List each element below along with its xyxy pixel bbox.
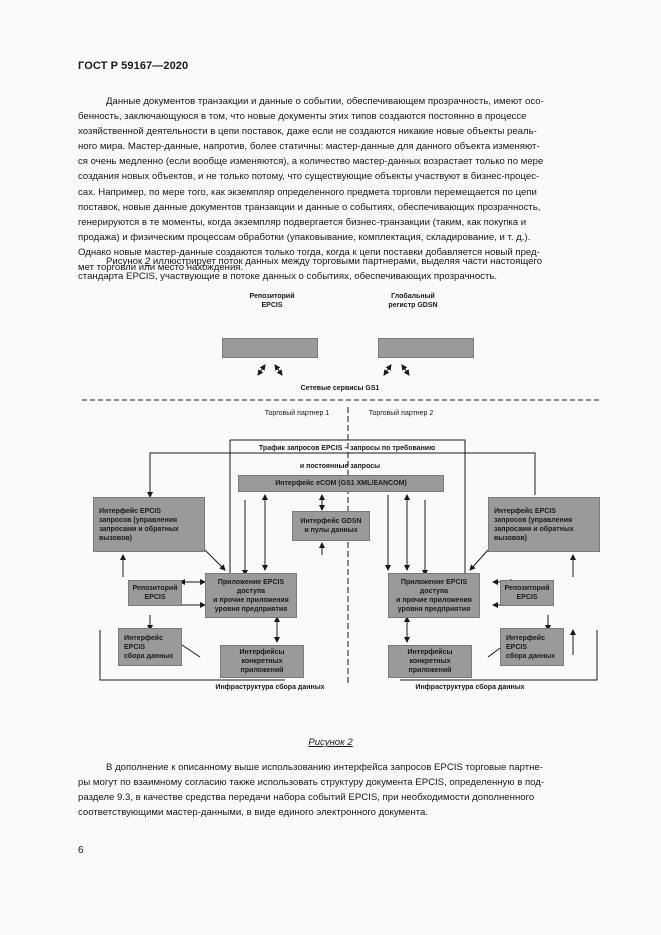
left-capture-interface-box: Интерфейс EPCIS сбора данных — [118, 628, 182, 666]
text-line: сах. Например, по мере того, как экземпл… — [78, 186, 537, 198]
right-query-interface-box: Интерфейс EPCIS запросов (управления зап… — [488, 497, 600, 552]
right-repository-box: Репозиторий EPCIS — [500, 580, 554, 606]
text-line: Данные документов транзакции и данные о … — [106, 96, 544, 107]
left-applications-box: Приложение EPCIS доступа и прочие прилож… — [205, 573, 297, 618]
epcis-repository-top-label: Репозиторий EPCIS — [249, 293, 295, 309]
text-line: Однако новые мастер-данные создаются тол… — [78, 246, 540, 258]
text-line: Рисунок 2 иллюстрирует поток данных межд… — [78, 254, 614, 269]
gdsn-interface-box: Интерфейс GDSN и пулы данных — [292, 511, 370, 541]
left-query-interface-box: Интерфейс EPCIS запросов (управления зап… — [93, 497, 205, 552]
text-line: стандарта EPCIS, участвующие в потоке да… — [78, 271, 498, 283]
trading-partner-1-label: Торговый партнер 1 — [264, 410, 330, 417]
text-line: разделе 9.3, в качестве средства передач… — [78, 792, 535, 804]
text-line: создания новых объектов, и не только пот… — [78, 171, 540, 183]
right-infrastructure-label: Инфраструктура сбора данных — [415, 684, 525, 691]
text-line: генерируются в те моменты, когда экземпл… — [78, 216, 527, 228]
text-line: хозяйственной деятельности в цепи постав… — [78, 126, 537, 138]
figure-caption-text: Рисунок 2 — [308, 737, 353, 748]
paragraph-1: Данные документов транзакции и данные о … — [78, 94, 614, 275]
right-capture-interface-box: Интерфейс EPCIS сбора данных — [500, 628, 564, 666]
figure-ref-link[interactable]: 2 — [144, 256, 151, 267]
gdsn-registry-box — [378, 338, 474, 358]
figure-ref-suffix: иллюстрирует поток данных между торговым… — [150, 256, 543, 267]
paragraph-2: Рисунок 2 иллюстрирует поток данных межд… — [78, 254, 614, 284]
left-specific-apps-box: Интерфейсы конкретных приложений — [220, 645, 304, 678]
text-line: ного мира. Мастер-данные, напротив, боле… — [78, 141, 540, 153]
text-line: бенность, заключающуюся в том, что новые… — [78, 111, 527, 123]
text-line: мет торговли или место нахождения. — [78, 262, 244, 274]
page-number: 6 — [78, 845, 84, 856]
paragraph-3: В дополнение к описанному выше использов… — [78, 760, 614, 820]
text-line: В дополнение к описанному выше использов… — [106, 762, 543, 773]
figure-caption: Рисунок 2 — [0, 737, 661, 748]
text-line: ры могут по взаимному согласию также исп… — [78, 777, 545, 789]
right-specific-apps-box: Интерфейсы конкретных приложений — [388, 645, 472, 678]
epcis-data-flow-diagram: Репозиторий EPCIS Глобальный регистр GDS… — [0, 285, 661, 725]
figure-ref-prefix: Рисунок — [106, 256, 145, 267]
gdsn-registry-label: Глобальный регистр GDSN — [388, 293, 438, 309]
query-traffic-label: Трафик запросов EPCIS – запросы по требо… — [258, 445, 436, 452]
text-line: поставок, новые данные документов транза… — [78, 201, 541, 213]
text-line: ся очень медленно (если вообще изменяютс… — [78, 156, 544, 168]
trading-partner-2-label: Торговый партнер 2 — [368, 410, 434, 417]
text-line: продажа) и физическим процессам обработк… — [78, 231, 531, 243]
text-line: соответствующими мастер-данными, в виде … — [78, 807, 429, 819]
right-applications-box: Приложение EPCIS доступа и прочие прилож… — [388, 573, 480, 618]
gs1-network-services-label: Сетевые сервисы GS1 — [300, 385, 380, 392]
standard-header: ГОСТ Р 59167—2020 — [78, 60, 189, 72]
query-traffic-label-2: и постоянные запросы — [299, 463, 381, 470]
left-infrastructure-label: Инфраструктура сбора данных — [215, 684, 325, 691]
ecom-interface-box: Интерфейс eCOM (GS1 XML/EANCOM) — [238, 475, 444, 492]
left-repository-box: Репозиторий EPCIS — [128, 580, 182, 606]
epcis-repository-top-box — [222, 338, 318, 358]
